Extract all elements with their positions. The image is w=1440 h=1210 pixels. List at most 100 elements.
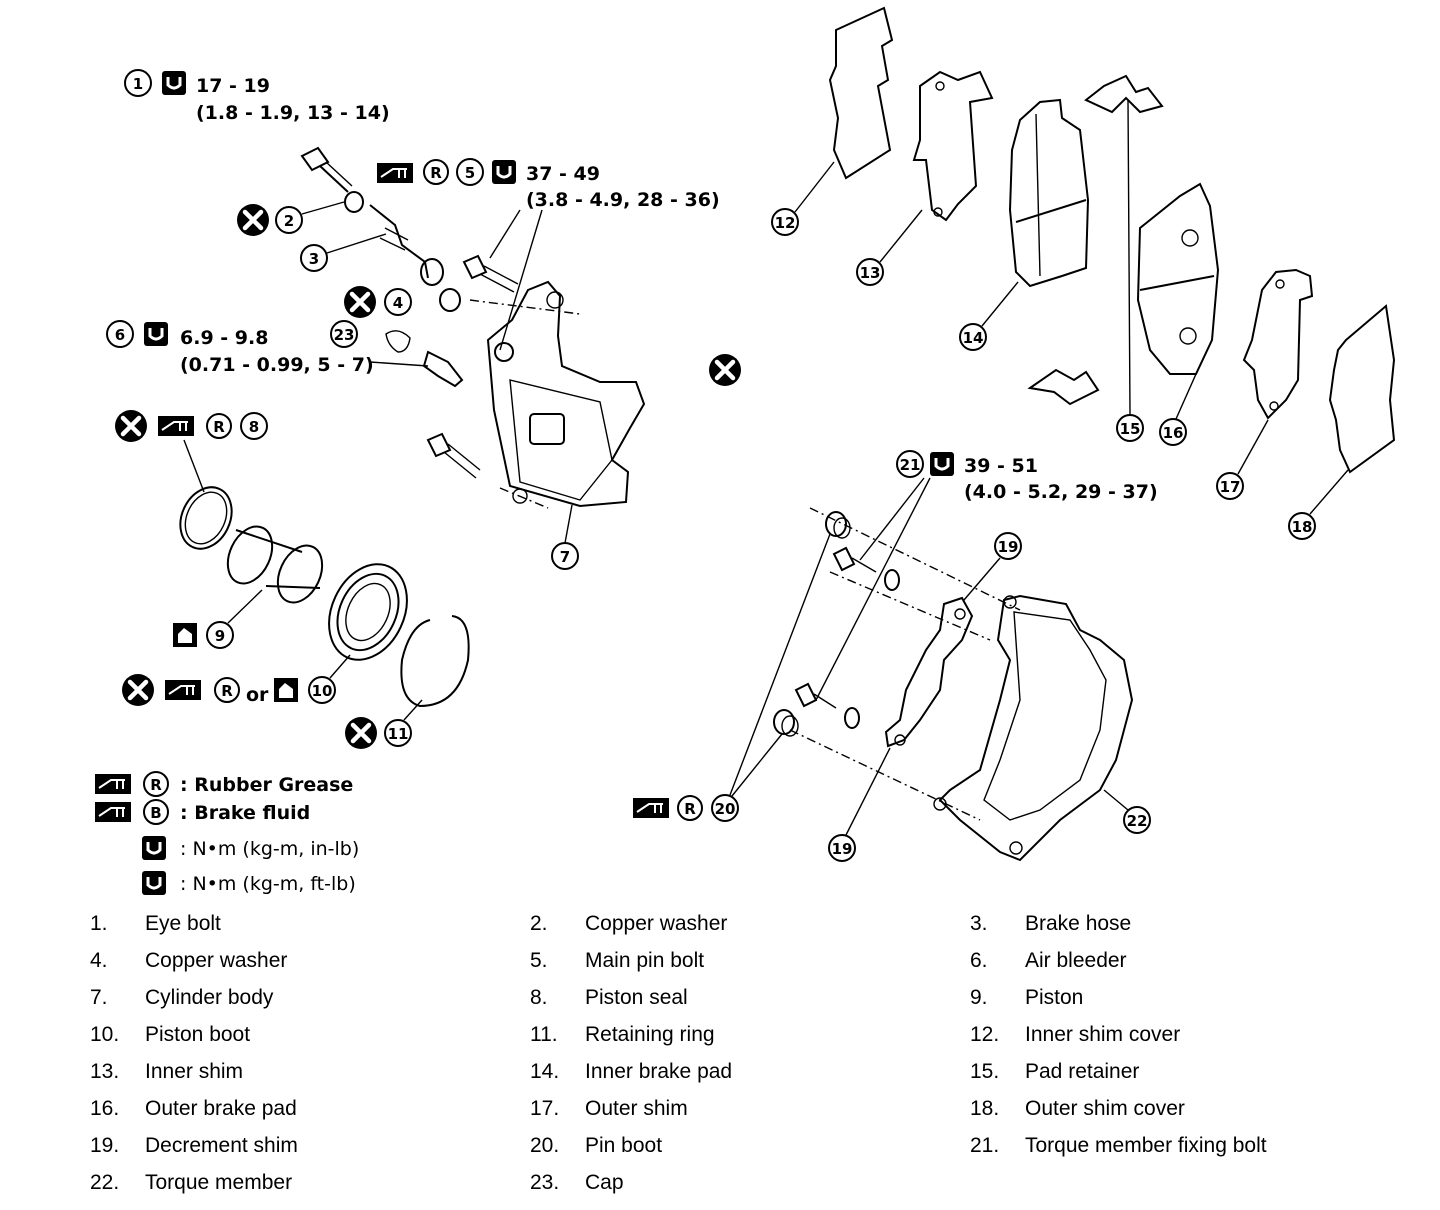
svg-text:37 - 49: 37 - 49 [526, 163, 600, 185]
retaining-ring [400, 615, 470, 708]
part-label: Brake hose [1025, 912, 1132, 935]
replace-x-icon [344, 286, 376, 318]
torque-wrench-icon [160, 69, 188, 97]
parts-list-item: 2. Copper washer [530, 910, 970, 938]
part-label: Outer shim cover [1025, 1097, 1185, 1120]
parts-list-item: 18. Outer shim cover [970, 1095, 1410, 1123]
brake-hose [369, 204, 444, 286]
svg-text:17: 17 [1220, 478, 1241, 496]
svg-text:20: 20 [715, 800, 736, 818]
eye-bolt [300, 146, 353, 193]
parts-list-item: 1.Eye bolt [90, 910, 530, 938]
parts-list-item: 9.Piston [970, 984, 1410, 1012]
air-bleeder [422, 350, 464, 388]
torque-wrench-icon [140, 869, 168, 897]
svg-text:19: 19 [832, 840, 853, 858]
svg-text:3: 3 [309, 250, 319, 268]
parts-list-item: 23.Cap [530, 1169, 970, 1197]
copper-washer-4 [439, 288, 461, 312]
part-number: 8. [530, 986, 548, 1009]
grease-icon [376, 162, 414, 184]
parts-list-item: 16.Outer brake pad [90, 1095, 530, 1123]
part-label: Piston boot [145, 1023, 251, 1046]
torque-wrench-icon [928, 450, 956, 478]
svg-text:12: 12 [775, 214, 796, 232]
copper-washer-2 [344, 191, 364, 213]
replace-x-icon [115, 410, 147, 442]
legend-torque-in-lb: : N•m (kg-m, in-lb) [180, 838, 359, 860]
part-label: Outer brake pad [145, 1097, 297, 1120]
part-number: 17. [530, 1097, 560, 1120]
main-pin-bolt [462, 254, 519, 293]
parts-list-item: 20.Pin boot [530, 1132, 970, 1160]
parts-list-item: 22. Torque member [90, 1169, 530, 1197]
svg-text:9: 9 [215, 627, 225, 645]
svg-text:10: 10 [312, 682, 333, 700]
cap [385, 330, 411, 353]
parts-list-item: 10.Piston boot [90, 1021, 530, 1049]
svg-text:39 - 51: 39 - 51 [964, 455, 1038, 477]
part-number: 21. [970, 1134, 1000, 1157]
svg-text:R: R [221, 682, 233, 700]
legend-brake-fluid: : Brake fluid [180, 802, 310, 824]
inner-brake-pad [1008, 98, 1090, 288]
part-label: Main pin bolt [585, 949, 705, 972]
parts-list-item: 8. Piston seal [530, 984, 970, 1012]
svg-text:(4.0 - 5.2, 29 - 37): (4.0 - 5.2, 29 - 37) [964, 481, 1158, 503]
part-number: 13. [90, 1060, 120, 1083]
svg-text:14: 14 [963, 329, 984, 347]
svg-text:4: 4 [393, 294, 403, 312]
part-label: Torque member fixing bolt [1025, 1134, 1267, 1157]
legend-torque-ft-lb: : N•m (kg-m, ft-lb) [180, 873, 356, 895]
grease-icon [632, 797, 670, 819]
part-number: 2. [530, 912, 548, 935]
part-label: Pad retainer [1025, 1060, 1140, 1083]
svg-text:6.9 - 9.8: 6.9 - 9.8 [180, 327, 268, 349]
parts-list-item: 7.Cylinder body [90, 984, 530, 1012]
part-label: Piston seal [585, 986, 688, 1009]
torque-value-1: 17 - 19 [196, 75, 270, 97]
part-label: Eye bolt [145, 912, 221, 935]
part-number: 18. [970, 1097, 1000, 1120]
part-label: Copper washer [585, 912, 728, 935]
part-label: Torque member [145, 1171, 293, 1194]
svg-text:R: R [150, 776, 162, 794]
parts-list-item: 14.Inner brake pad [530, 1058, 970, 1086]
brake-fluid-icon [173, 623, 197, 647]
svg-text:6: 6 [115, 326, 125, 344]
part-label: Cap [585, 1171, 624, 1194]
outer-shim [1242, 268, 1314, 420]
parts-list-item: 5.Main pin bolt [530, 947, 970, 975]
svg-text:21: 21 [900, 456, 921, 474]
part-number: 6. [970, 949, 988, 972]
grease-icon [94, 773, 132, 795]
callout-5: R 5 37 - 49 (3.8 - 4.9, 28 - 36) [376, 158, 720, 351]
parts-list-item: 17. Outer shim [530, 1095, 970, 1123]
grease-icon [164, 679, 202, 701]
torque-member [933, 594, 1134, 862]
replace-x-icon [345, 717, 377, 749]
svg-text:11: 11 [388, 725, 409, 743]
piston-seal [179, 486, 233, 550]
part-number: 22. [90, 1171, 120, 1194]
inner-shim-cover [828, 6, 894, 180]
part-label: Outer shim [585, 1097, 688, 1120]
torque-wrench-icon [140, 834, 168, 862]
svg-text:5: 5 [465, 164, 475, 182]
part-number: 4. [90, 949, 108, 972]
callout-number-1: 1 [133, 75, 143, 93]
callout-21: 21 39 - 51 (4.0 - 5.2, 29 - 37) [815, 450, 1158, 701]
svg-text:7: 7 [560, 548, 570, 566]
svg-text:(0.71 - 0.99, 5 - 7): (0.71 - 0.99, 5 - 7) [180, 354, 374, 376]
cylinder-body [469, 280, 646, 509]
decrement-shim [884, 596, 974, 748]
replace-x-icon [122, 674, 154, 706]
part-number: 15. [970, 1060, 1000, 1083]
grease-icon [157, 415, 195, 437]
svg-text:or: or [246, 684, 269, 706]
part-number: 9. [970, 986, 988, 1009]
svg-text:13: 13 [860, 264, 881, 282]
replace-x-icon [237, 204, 269, 236]
part-label: Inner shim [145, 1060, 244, 1083]
torque-wrench-icon [490, 158, 518, 186]
